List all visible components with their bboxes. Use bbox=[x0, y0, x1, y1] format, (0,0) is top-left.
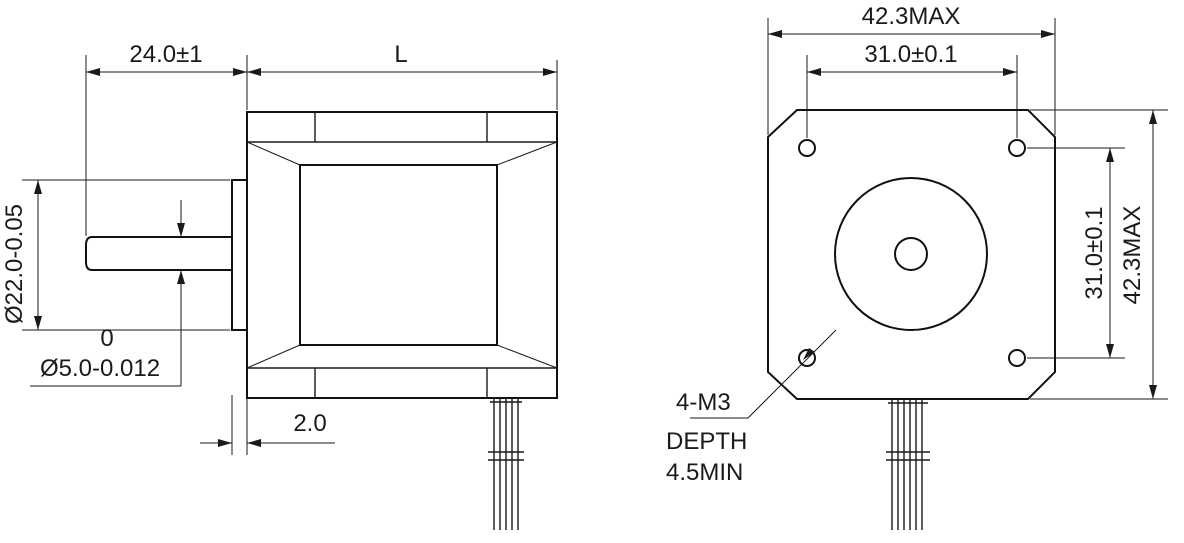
mount-hole-tr bbox=[1008, 139, 1026, 157]
dim-hole-spacing-h: 31.0±0.1 bbox=[864, 41, 957, 68]
dim-body-length: L bbox=[394, 41, 407, 68]
front-wires bbox=[886, 399, 930, 530]
dim-boss-diameter: Ø22.0-0.05 bbox=[1, 204, 28, 324]
dim-shaft-length: 24.0±1 bbox=[129, 41, 202, 68]
boss bbox=[231, 179, 248, 331]
mount-hole-bl bbox=[798, 349, 816, 367]
front-boss bbox=[834, 177, 988, 331]
flange bbox=[767, 109, 1056, 400]
front-view: 42.3MAX 31.0±0.1 31.0±0.1 42.3MAX 4-M3 D… bbox=[666, 3, 1168, 530]
side-view: 24.0±1 L Ø22.0-0.05 0 Ø5.0-0.012 2.0 bbox=[1, 41, 558, 530]
dim-shaft-diameter: Ø5.0-0.012 bbox=[40, 355, 160, 382]
side-wires bbox=[488, 398, 524, 530]
note-holes-line2: DEPTH bbox=[666, 428, 747, 455]
shaft bbox=[85, 236, 232, 271]
front-shaft bbox=[894, 237, 928, 271]
dim-shaft-tol: 0 bbox=[100, 325, 113, 352]
label-plate bbox=[299, 164, 498, 346]
mount-hole-br bbox=[1008, 349, 1026, 367]
dim-boss-height: 2.0 bbox=[293, 410, 326, 437]
note-holes-line3: 4.5MIN bbox=[666, 459, 743, 486]
mount-hole-tl bbox=[798, 139, 816, 157]
dim-height-max: 42.3MAX bbox=[1119, 206, 1146, 305]
dim-hole-spacing-v: 31.0±0.1 bbox=[1081, 206, 1108, 299]
dim-width-max: 42.3MAX bbox=[862, 3, 961, 30]
note-holes-line1: 4-M3 bbox=[676, 389, 731, 416]
